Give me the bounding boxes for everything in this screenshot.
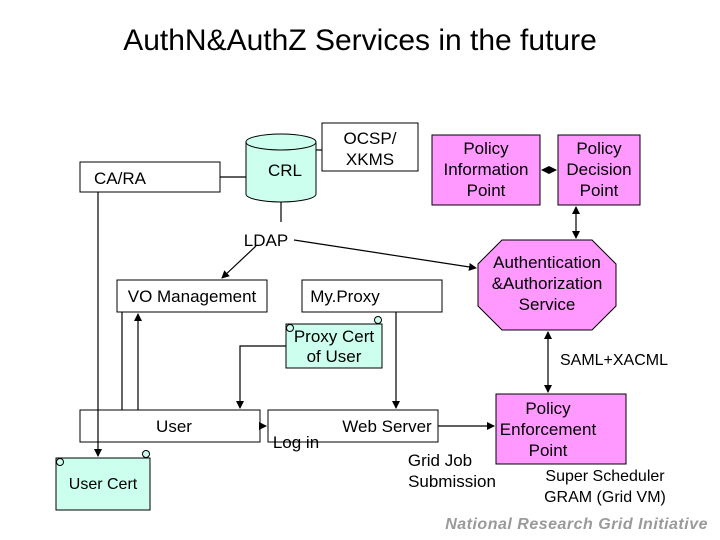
pep-label-line1: Policy	[525, 399, 571, 418]
proxy-cert-label-line1: Proxy Cert	[293, 327, 375, 346]
pep-label-line2: Enforcement	[499, 420, 597, 439]
myproxy-label: My.Proxy	[310, 287, 380, 306]
ca-ra-label: CA/RA	[94, 169, 146, 188]
user-label: User	[156, 417, 192, 436]
pip-label-line3: Point	[466, 181, 506, 200]
crl-label: CRL	[267, 161, 302, 180]
ocsp-label-line2: XKMS	[345, 150, 395, 169]
vo-management-label: VO Management	[127, 287, 257, 306]
authz-service-octagon	[477, 239, 617, 331]
proxy-cert-label-line2: of User	[306, 347, 362, 366]
footer-logo: National Research Grid Initiative	[445, 516, 708, 533]
log-in-label: Log in	[272, 433, 320, 452]
ca-ra-box	[79, 161, 221, 193]
web-server-box	[267, 409, 439, 443]
proxy-cert-to-user-arrow	[236, 345, 286, 409]
authz-label-line1: Authentication	[493, 253, 601, 272]
ocsp-xkms-box	[321, 122, 419, 172]
page-title: AuthN&AuthZ Services in the future	[123, 24, 597, 57]
pdp-box	[557, 134, 641, 206]
pdp-label-line2: Decision	[566, 160, 632, 179]
ocsp-label-line1: OCSP/	[343, 129, 397, 148]
grid-job-label-line1: Grid Job	[407, 451, 473, 470]
proxy-cert-scroll	[285, 316, 383, 369]
super-scheduler-label-line1: Super Scheduler	[545, 468, 665, 485]
web-server-label: Web Server	[342, 417, 432, 436]
super-scheduler-label-line2: GRAM (Grid VM)	[544, 489, 666, 506]
authz-label-line3: Service	[518, 295, 576, 314]
vo-management-box	[116, 279, 268, 313]
user-cert-label: User Cert	[68, 476, 138, 493]
pep-box	[495, 393, 627, 465]
authz-label-line2: &Authorization	[491, 274, 603, 293]
pep-label-line3: Point	[528, 441, 568, 460]
ldap-label: LDAP	[243, 231, 289, 250]
pdp-label-line3: Point	[579, 181, 619, 200]
pip-box	[431, 134, 541, 206]
grid-job-label-line2: Submission	[408, 472, 496, 491]
pip-label-line1: Policy	[463, 139, 509, 158]
myproxy-box	[301, 279, 443, 313]
ldap-to-authz-arrow	[293, 239, 477, 271]
saml-xacml-label: SAML+XACML	[559, 352, 669, 369]
user-cert-scroll	[55, 450, 151, 511]
pip-label-line2: Information	[443, 160, 529, 179]
ldap-to-vo-arrow	[221, 245, 257, 279]
crl-cylinder	[245, 133, 317, 203]
pdp-label-line1: Policy	[576, 139, 622, 158]
